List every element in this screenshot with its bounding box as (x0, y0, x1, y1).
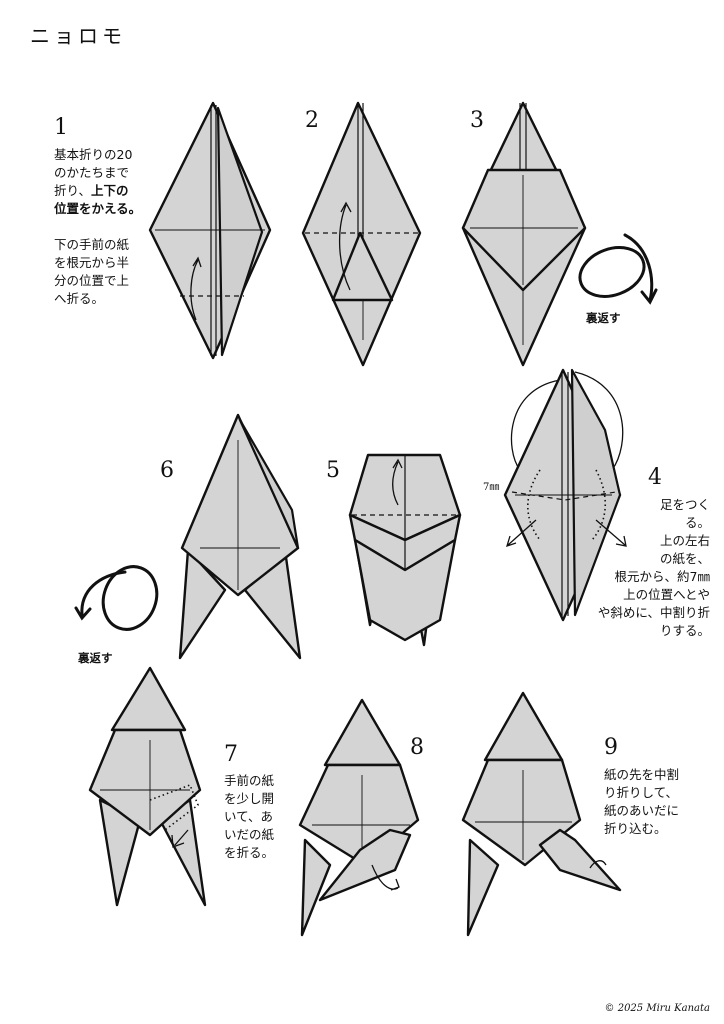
step9-instructions: 紙の先を中割 り折りして、 紙のあいだに 折り込む。 (604, 767, 680, 836)
step4-instructions: 足をつく る。 上の左右 の紙を、 根元から、約7㎜ 上の位置へとや や斜めに、… (597, 497, 710, 638)
step1-text-a: 基本折りの20 のかたちまで 折り、 (54, 147, 133, 198)
page-title: ニョロモ (30, 24, 126, 48)
step1-instructions-2: 下の手前の紙 を根元から半 分の位置で上 へ折る。 (54, 237, 130, 306)
step4-diagram (503, 368, 627, 622)
step2-diagram (301, 101, 422, 367)
step6-number: 6 (160, 458, 174, 483)
step9-number: 9 (604, 735, 618, 760)
step1-number: 1 (54, 115, 68, 140)
turn-over-arrow-icon (74, 565, 159, 631)
step8-diagram (298, 698, 420, 937)
step6-diagram (178, 413, 302, 660)
step2-number: 2 (305, 108, 319, 133)
turn-over-arrow-icon (578, 233, 658, 305)
step1-instructions: 基本折りの20 のかたちまで 折り、上下の 位置をかえる。 (54, 146, 141, 218)
step7-number: 7 (224, 742, 238, 767)
step4-measure: 7㎜ (483, 482, 500, 493)
step5-number: 5 (326, 458, 340, 483)
step1-text-bold: 上下の 位置をかえる。 (54, 183, 142, 216)
step8-number: 8 (410, 735, 424, 760)
turn-over-label: 裏返す (586, 311, 621, 325)
step1-diagram (148, 101, 272, 360)
copyright: © 2025 Miru Kanata (604, 1003, 710, 1014)
step7-instructions: 手前の紙 を少し開 いて、あ いだの紙 を折る。 (224, 773, 275, 860)
step3-number: 3 (470, 108, 484, 133)
step5-diagram (348, 453, 462, 647)
turn-over-label: 裏返す (78, 651, 113, 665)
step3-diagram (461, 101, 587, 367)
step9-diagram (461, 691, 622, 937)
step7-diagram (88, 666, 207, 907)
step4-number: 4 (648, 465, 662, 490)
